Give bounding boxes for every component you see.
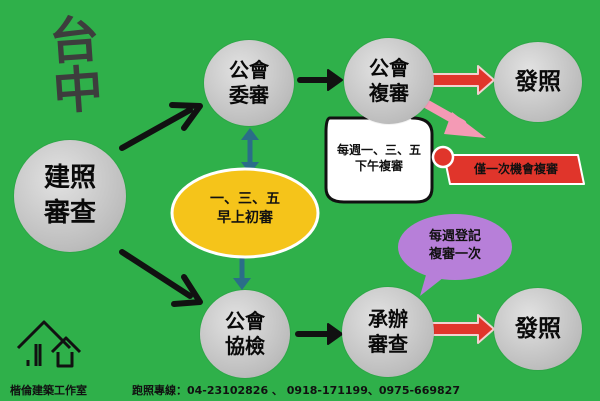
arrow-joint-inspection-to-case-review — [295, 323, 343, 345]
once-only-text: 僅一次機會複審 — [473, 162, 558, 176]
first-review-line2: 早上初審 — [217, 209, 273, 226]
node-building-permit-review: 建照 審查 — [14, 140, 126, 252]
node-label-line1: 發照 — [515, 315, 561, 342]
first-review-line1: 一、三、五 — [210, 191, 280, 207]
node-label-line2: 複審 — [369, 81, 409, 105]
recheck-schedule-line2: 下午複審 — [354, 159, 403, 174]
first-review-text: 一、三、五 早上初審 — [185, 190, 305, 228]
registration-speech-bubble — [398, 214, 512, 296]
node-label-line1: 建照 — [43, 162, 96, 193]
footer: 楷倫建築工作室 跑照專線：04-23102826 、 0918-171199、0… — [0, 380, 600, 401]
node-label-line2: 協檢 — [225, 334, 265, 358]
node-label-line1: 承辦 — [368, 307, 408, 331]
node-case-review: 承辦 審查 — [342, 287, 434, 377]
first-review-cloud — [170, 167, 320, 259]
registration-line2: 複審一次 — [428, 246, 481, 262]
recheck-speech-bubble — [324, 98, 434, 204]
arrow-start-to-joint-inspection — [119, 249, 203, 307]
taichung-logo: 台中 — [39, 11, 106, 116]
arrow-committee-review-to-recheck — [297, 69, 343, 91]
node-label-line1: 發照 — [515, 68, 561, 95]
arrow-case-review-to-issue — [431, 314, 495, 344]
arrow-recheck-to-issue — [431, 65, 495, 95]
node-committee-recheck: 公會 複審 — [344, 38, 434, 124]
node-label-line2: 審查 — [368, 332, 408, 356]
node-joint-inspection: 公會 協檢 — [200, 290, 290, 378]
registration-text: 每週登記 複審一次 — [403, 228, 507, 263]
node-issue-permit-bottom: 發照 — [494, 288, 582, 370]
node-issue-permit-top: 發照 — [494, 42, 582, 122]
node-label-line1: 公會 — [225, 309, 265, 333]
registration-line1: 每週登記 — [428, 229, 481, 244]
recheck-schedule-line1: 每週一、三、五 — [336, 143, 421, 157]
company-name: 楷倫建築工作室 — [10, 384, 87, 397]
node-label-line1: 公會 — [369, 56, 409, 80]
double-arrow-top — [241, 128, 259, 174]
house-logo-icon — [16, 320, 82, 368]
node-label-line2: 委審 — [229, 83, 269, 107]
recheck-schedule-text: 每週一、三、五 下午複審 — [328, 142, 430, 174]
once-only-label-shape — [431, 145, 585, 185]
node-committee-review: 公會 委審 — [204, 40, 294, 126]
node-label-line2: 審查 — [43, 198, 96, 228]
node-label-line1: 公會 — [229, 58, 269, 82]
arrow-start-to-committee-review — [119, 102, 203, 151]
contact-phone: 跑照專線：04-23102826 、 0918-171199、0975-6698… — [132, 384, 460, 397]
